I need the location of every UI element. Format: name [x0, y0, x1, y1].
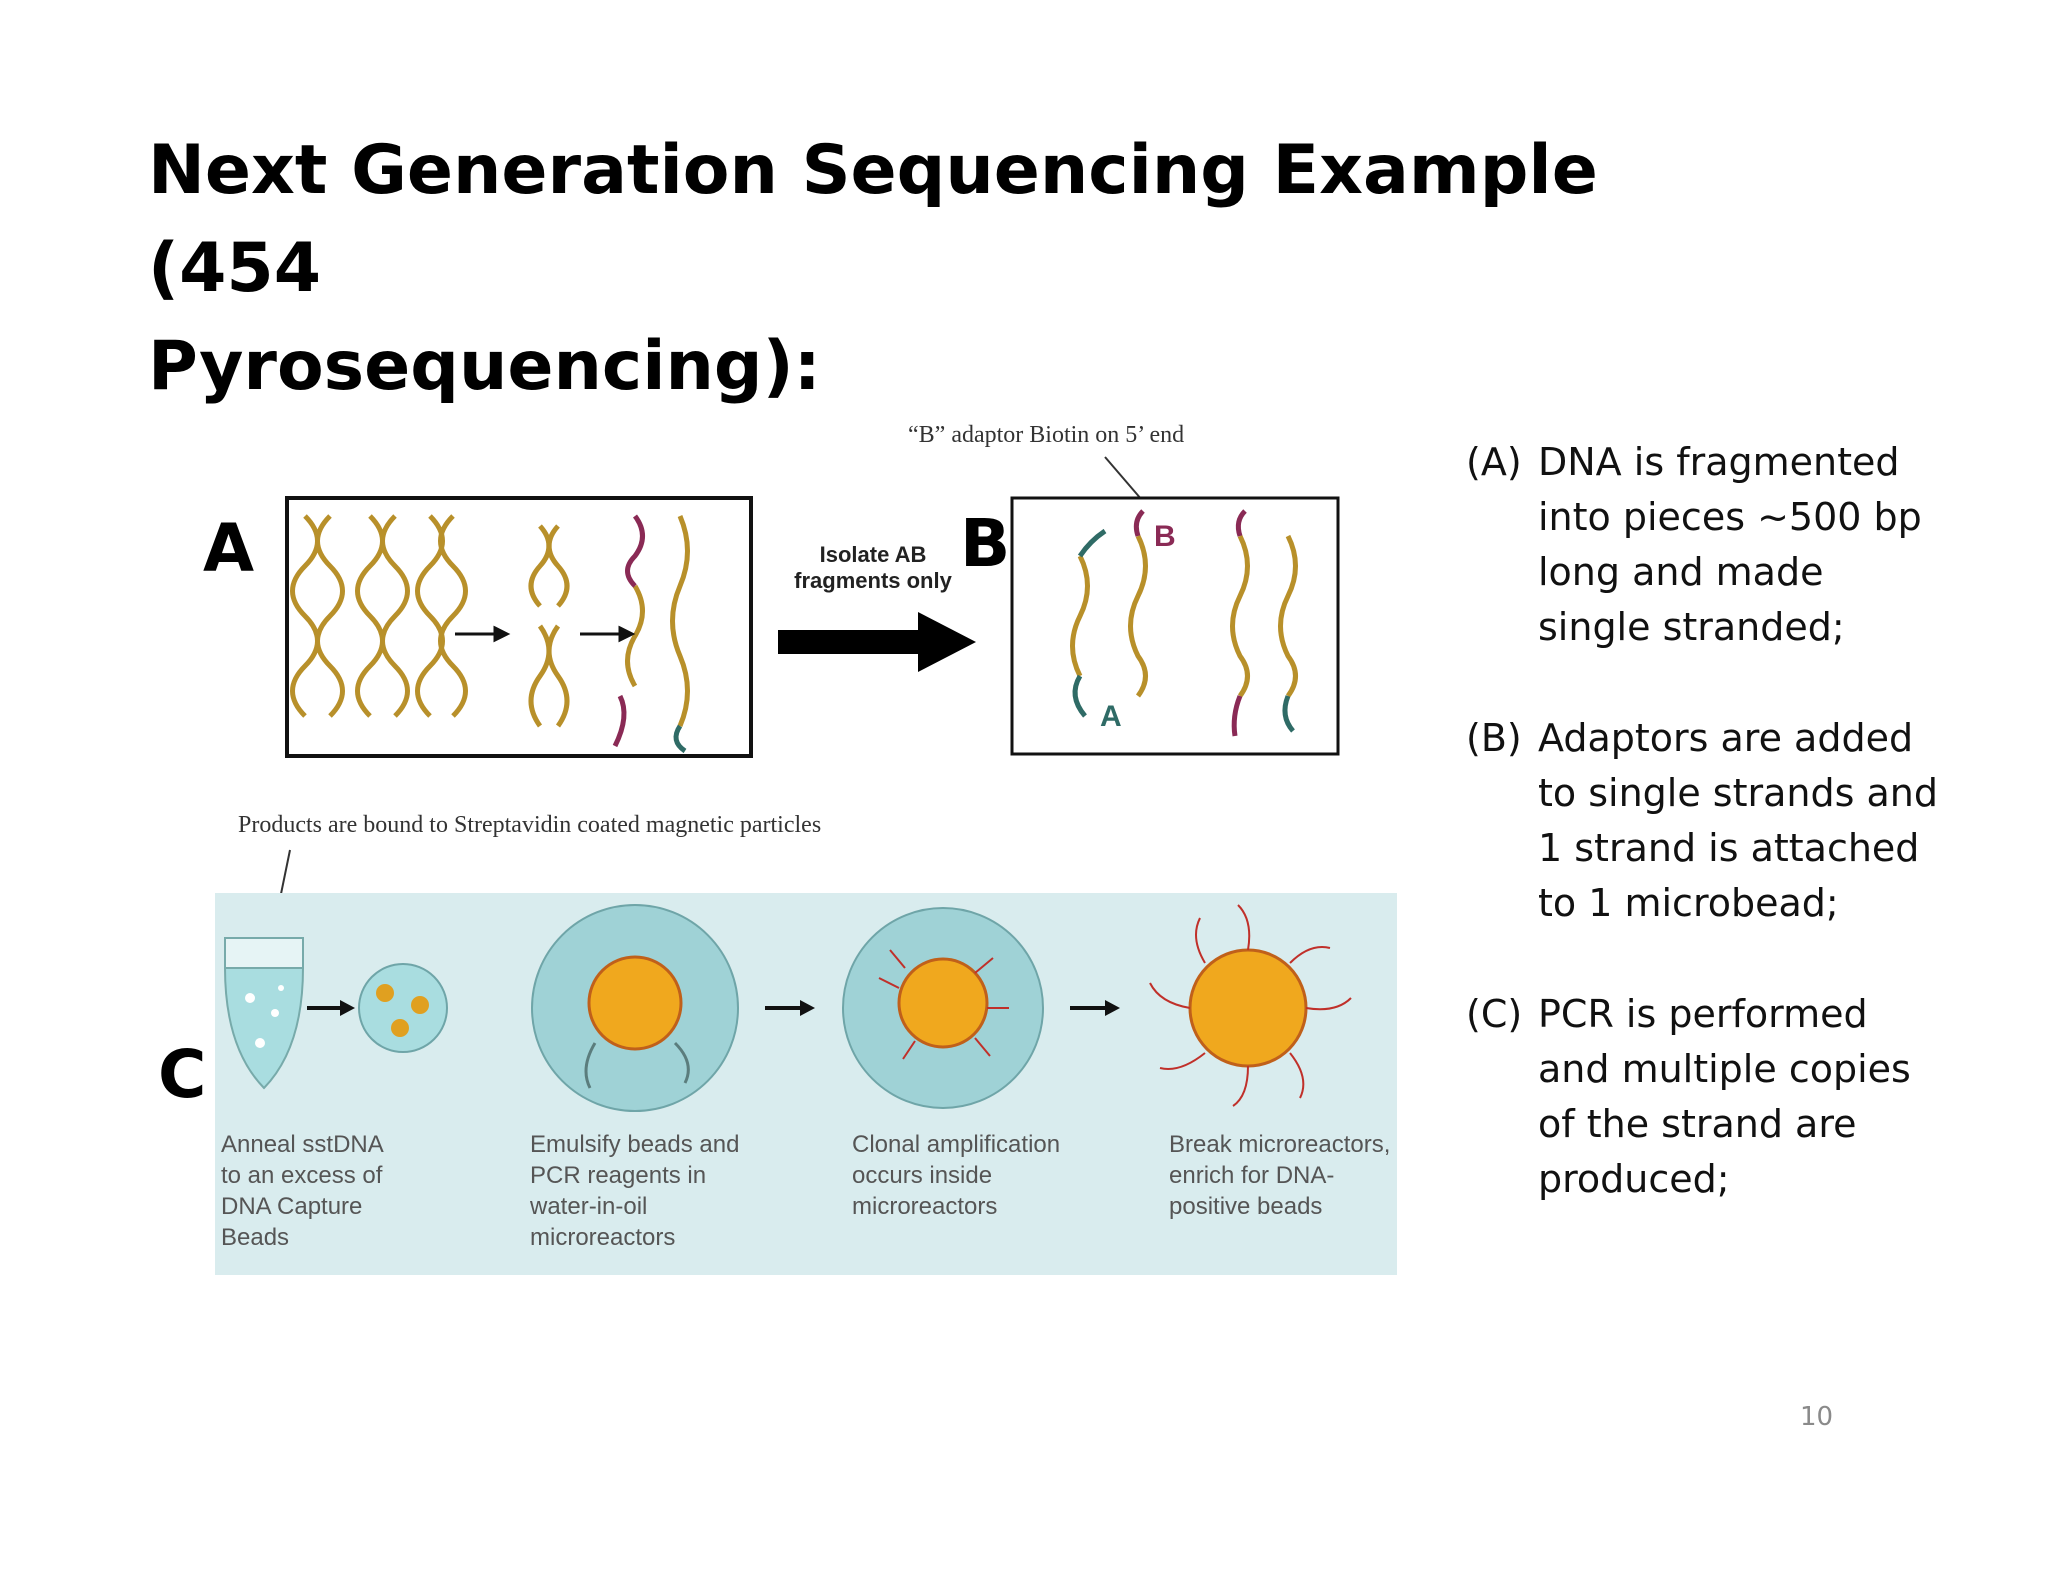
step-caption-clonal-amplification: Clonal amplification occurs inside micro…	[852, 1131, 1061, 1220]
panel-c-emulsion-pcr-illustration	[224, 904, 1352, 1112]
isolate-label: Isolate AB fragments only	[778, 542, 968, 594]
panel-label-c: C	[158, 1036, 207, 1113]
note-a-text: DNA is fragmented into pieces ~500 bp lo…	[1538, 440, 1922, 649]
note-b: (B) Adaptors are added to single strands…	[1466, 711, 1986, 931]
panel-label-b: B	[960, 505, 1011, 582]
notes-list: (A) DNA is fragmented into pieces ~500 b…	[1466, 435, 1986, 1263]
step-caption-anneal: Anneal sstDNA to an excess of DNA Captur…	[221, 1131, 384, 1251]
slide-title-line-1: Next Generation Sequencing Example (454	[148, 131, 1598, 308]
panel-label-a: A	[203, 510, 255, 587]
note-b-tag: (B)	[1466, 716, 1522, 760]
page-number: 10	[1800, 1402, 1834, 1432]
note-c-tag: (C)	[1466, 992, 1523, 1036]
step-caption-break-microreactors: Break microreactors, enrich for DNA- pos…	[1169, 1131, 1391, 1220]
slide-title-line-2: Pyrosequencing):	[148, 327, 821, 406]
isolate-label-line-1: Isolate AB	[819, 542, 927, 567]
strand-label-b: B	[1154, 520, 1176, 553]
step-caption-emulsify: Emulsify beads and PCR reagents in water…	[530, 1131, 740, 1251]
slide-title: Next Generation Sequencing Example (454 …	[148, 122, 1748, 416]
note-c: (C) PCR is performed and multiple copies…	[1466, 987, 1986, 1207]
adaptor-caption: “B” adaptor Biotin on 5’ end	[908, 422, 1185, 448]
panel-c-background	[215, 893, 1397, 1275]
isolate-label-line-2: fragments only	[794, 568, 952, 593]
note-b-text: Adaptors are added to single strands and…	[1538, 716, 1938, 925]
panel-b-adaptor-strands-illustration: B A	[1010, 496, 1340, 756]
note-a: (A) DNA is fragmented into pieces ~500 b…	[1466, 435, 1986, 655]
note-c-text: PCR is performed and multiple copies of …	[1538, 992, 1911, 1201]
products-caption: Products are bound to Streptavidin coate…	[238, 812, 822, 838]
panel-a-fragmentation-illustration	[285, 496, 753, 758]
note-a-tag: (A)	[1466, 440, 1522, 484]
strand-label-a: A	[1100, 700, 1122, 733]
isolate-arrow	[778, 612, 976, 672]
